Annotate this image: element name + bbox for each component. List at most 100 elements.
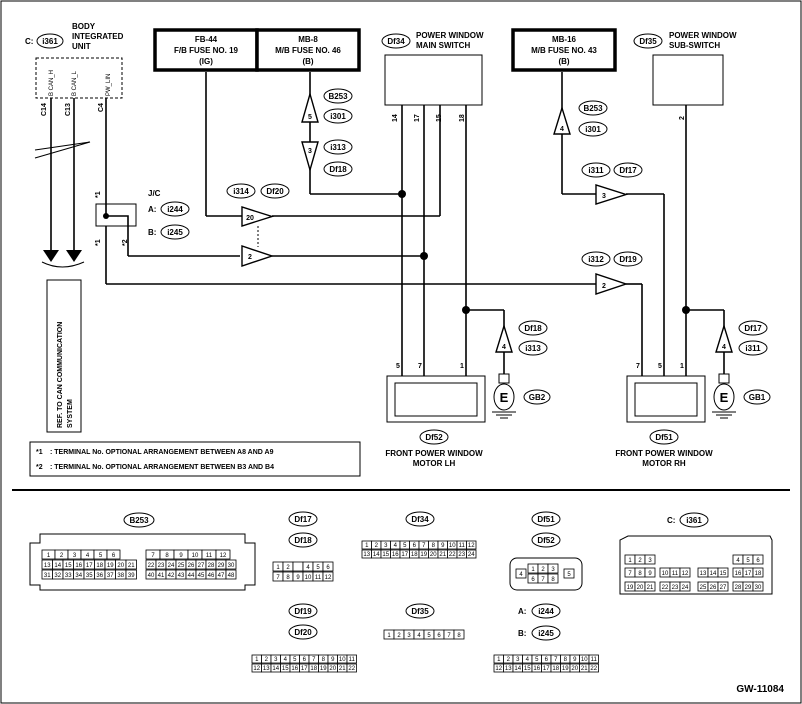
svg-text:i311: i311 (745, 344, 761, 353)
terminal-number: 19 (562, 666, 569, 672)
motor-lh-l1: FRONT POWER WINDOW (385, 449, 483, 458)
body-integrated-unit: C: i361 BODY INTEGRATED UNIT B CAN_H B C… (25, 22, 124, 116)
terminal-number: 39 (128, 573, 135, 579)
svg-text:Df19: Df19 (294, 607, 312, 616)
svg-text:4: 4 (560, 126, 564, 133)
ground-gb1: E GB1 (712, 373, 771, 419)
svg-text:7: 7 (418, 363, 422, 370)
inline-conn-2-rh: i312 Df19 2 (581, 251, 643, 295)
inline-conn-4-lh: 4 Df18 i313 (495, 320, 548, 356)
jc-star-1b: *1 (95, 239, 102, 246)
terminal-number: 9 (296, 575, 300, 581)
terminal-number: 18 (552, 666, 559, 672)
terminal-number: 16 (291, 666, 298, 672)
terminal-number: 4 (86, 553, 90, 559)
terminal-number: 1 (531, 567, 535, 573)
terminal-number: 30 (755, 585, 762, 591)
terminal-number: 16 (75, 563, 82, 569)
ref-line-1: REF. TO CAN COMMUNICATION (57, 322, 64, 428)
terminal-number: 9 (179, 553, 183, 559)
terminal-number: 18 (310, 666, 317, 672)
svg-text:7: 7 (636, 363, 640, 370)
terminal-number: 4 (736, 558, 740, 564)
motor-rh-l1: FRONT POWER WINDOW (615, 449, 713, 458)
terminal-number: 16 (735, 571, 742, 577)
terminal-number: 48 (228, 573, 235, 579)
terminal-number: 15 (524, 666, 531, 672)
terminal-number: 14 (514, 666, 521, 672)
terminal-number: 21 (581, 666, 588, 672)
svg-text:: TERMINAL No. OPTIONAL ARRANG: : TERMINAL No. OPTIONAL ARRANGEMENT BETW… (50, 464, 274, 471)
svg-text:Df34: Df34 (411, 515, 429, 524)
terminal-number: 19 (320, 666, 327, 672)
terminal-number: 27 (198, 563, 205, 569)
terminal-cell (106, 549, 121, 560)
terminal-number: 29 (218, 563, 225, 569)
terminal-number: 18 (96, 563, 103, 569)
terminal-cell (547, 573, 559, 584)
bcm-name-2: INTEGRATED (72, 32, 124, 41)
terminal-number: 22 (662, 585, 669, 591)
fuse-mb16: MB-16 M/B FUSE NO. 43 (B) (511, 28, 617, 72)
inline-conn-20: i314 Df20 20 2 (226, 183, 290, 267)
terminal-number: 17 (301, 666, 308, 672)
terminal-number: 9 (331, 657, 335, 663)
fuse3-l3: (B) (558, 57, 569, 66)
terminal-number: 1 (47, 553, 51, 559)
terminal-number: 20 (117, 563, 124, 569)
terminal-number: 30 (228, 563, 235, 569)
jc-star-2: *2 (122, 239, 129, 246)
terminal-number: 8 (564, 657, 568, 663)
terminal-cell (322, 571, 334, 582)
svg-text:14: 14 (392, 114, 399, 122)
terminal-number: 19 (627, 585, 634, 591)
fuse2-l1: MB-8 (298, 35, 318, 44)
terminal-number: 12 (682, 571, 689, 577)
terminal-cell (644, 567, 656, 578)
svg-text:*2: *2 (36, 464, 43, 471)
terminal-number: 3 (516, 657, 520, 663)
terminal-number: 22 (590, 666, 597, 672)
svg-text:3: 3 (308, 148, 312, 155)
terminal-cell (752, 554, 764, 565)
inline-conn-3-rh: i311 Df17 3 (581, 162, 643, 205)
terminal-number: 28 (735, 585, 742, 591)
bcm-c-label: C: (25, 37, 33, 46)
terminal-number: 11 (315, 575, 322, 581)
terminal-number: 43 (178, 573, 185, 579)
terminal-number: 21 (439, 552, 446, 558)
terminal-number: 7 (422, 543, 426, 549)
terminal-number: 4 (526, 657, 530, 663)
terminal-number: 3 (551, 567, 555, 573)
terminal-cell (346, 654, 357, 664)
svg-text:Df19: Df19 (619, 255, 637, 264)
terminal-number: 17 (86, 563, 93, 569)
terminal-cell (717, 567, 729, 578)
terminal-number: 9 (573, 657, 577, 663)
terminal-number: 21 (339, 666, 346, 672)
terminal-number: 11 (672, 571, 679, 577)
figure-id: GW-11084 (736, 684, 784, 695)
terminal-number: 8 (165, 553, 169, 559)
svg-text:i314: i314 (233, 187, 249, 196)
svg-text:5: 5 (308, 114, 312, 121)
terminal-number: 6 (112, 553, 116, 559)
svg-text:*1: *1 (36, 449, 43, 456)
terminal-number: 42 (168, 573, 175, 579)
svg-text:GB2: GB2 (529, 393, 546, 402)
terminal-number: 14 (373, 552, 380, 558)
bcm-conn: i361 (42, 37, 58, 46)
fuse1-l3: (IG) (199, 57, 213, 66)
terminal-cell (292, 561, 304, 572)
terminal-number: 3 (73, 553, 77, 559)
fuse-mb8: MB-8 M/B FUSE NO. 46 (B) (255, 28, 361, 72)
terminal-number: 37 (107, 573, 114, 579)
terminal-number: 5 (567, 572, 571, 578)
terminal-number: 15 (65, 563, 72, 569)
bcm-name-3: UNIT (72, 42, 91, 51)
terminal-cell (563, 568, 575, 579)
svg-text:Df35: Df35 (411, 607, 429, 616)
terminal-number: 5 (99, 553, 103, 559)
jc-conn-a: i244 (167, 205, 183, 214)
jc-b: B: (148, 228, 156, 237)
